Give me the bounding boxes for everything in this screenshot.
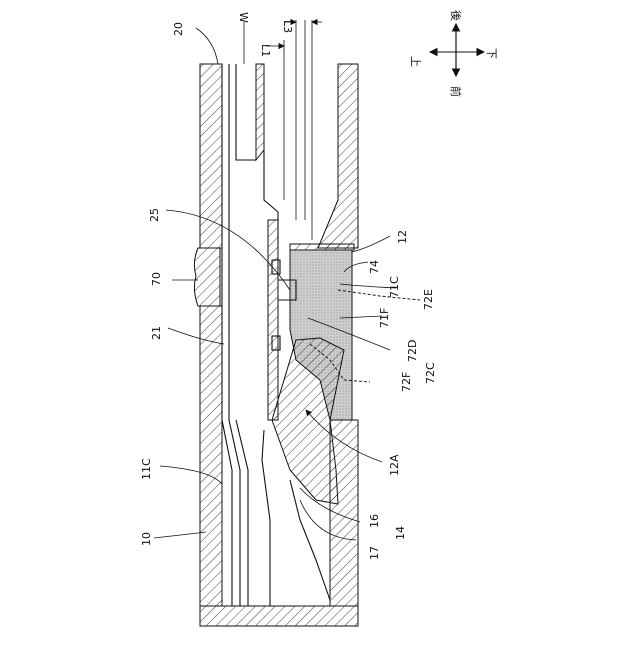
label-71C: 71C [388, 276, 401, 298]
label-L3: L3 [281, 20, 294, 33]
label-72D: 72D [406, 340, 419, 362]
label-74: 74 [368, 260, 381, 274]
housing-left-wall [200, 64, 222, 606]
label-W: W [237, 12, 250, 23]
label-71F: 71F [378, 308, 391, 328]
direction-compass [430, 24, 484, 76]
label-11C: 11C [140, 458, 153, 480]
label-16: 16 [368, 514, 381, 528]
base-plate [200, 606, 358, 626]
label-14: 14 [394, 526, 407, 540]
label-72E: 72E [422, 289, 435, 310]
conductor-20 [222, 64, 248, 606]
dir-front: 前 [449, 86, 463, 97]
label-72C: 72C [424, 362, 437, 384]
terminal-upper [256, 64, 264, 160]
plate-12 [290, 244, 354, 250]
label-12: 12 [396, 230, 409, 244]
label-21: 21 [150, 326, 163, 340]
label-25: 25 [148, 208, 161, 222]
label-20: 20 [172, 22, 185, 36]
label-72F: 72F [400, 372, 413, 392]
dimension-lines [266, 20, 322, 240]
member-17 [262, 430, 270, 606]
label-17: 17 [368, 546, 381, 560]
lock-member-70 [194, 248, 220, 306]
dir-up: 上 [409, 56, 422, 67]
dir-down: 下 [485, 48, 498, 59]
dir-back: 後 [449, 10, 463, 21]
label-12A: 12A [388, 454, 401, 476]
label-70: 70 [150, 272, 163, 286]
label-10: 10 [140, 532, 153, 546]
label-L1: L1 [259, 44, 272, 57]
